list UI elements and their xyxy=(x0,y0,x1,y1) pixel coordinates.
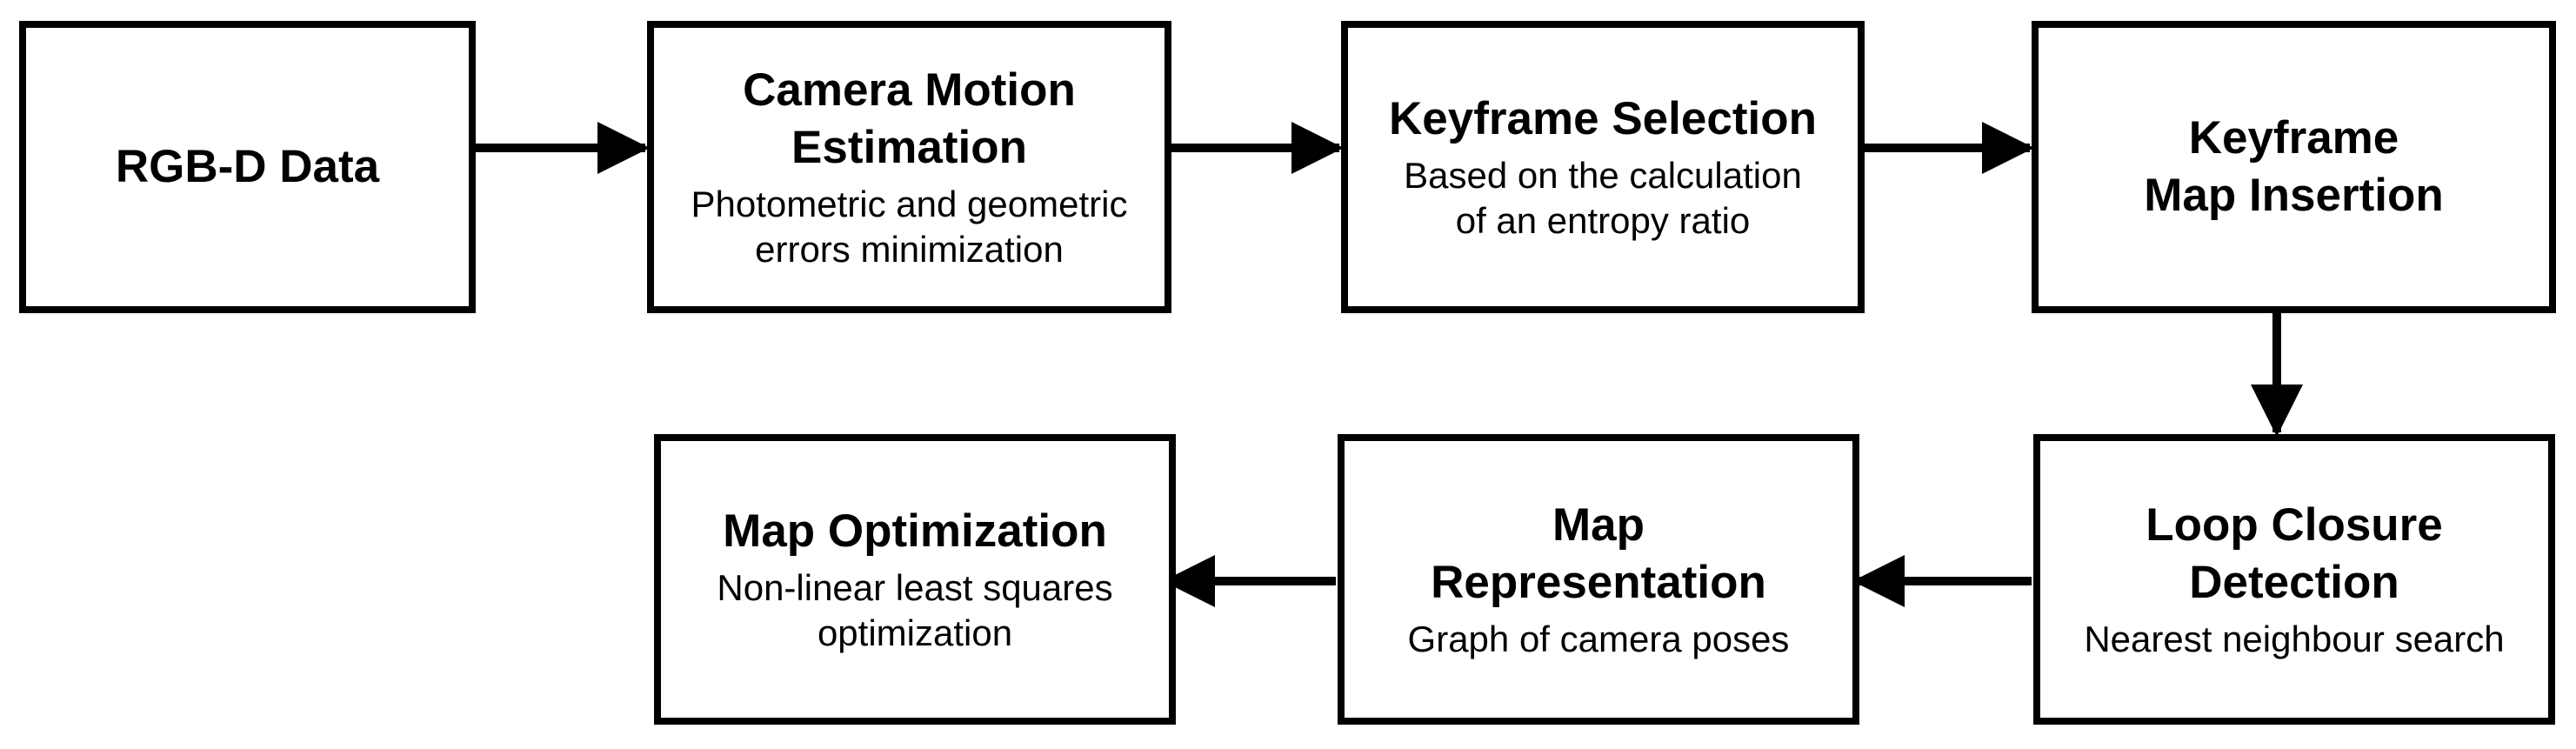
node-subtitle: Based on the calculation of an entropy r… xyxy=(1404,155,1802,241)
node-title: Map Representation xyxy=(1431,499,1766,608)
node-title: Keyframe Map Insertion xyxy=(2144,112,2444,221)
node-keyframe-selection: Keyframe Selection Based on the calculat… xyxy=(1341,21,1865,313)
node-title: Keyframe Selection xyxy=(1389,93,1817,144)
node-map-optimization: Map Optimization Non-linear least square… xyxy=(654,434,1176,725)
node-rgbd-data: RGB-D Data xyxy=(19,21,476,313)
node-keyframe-map-insertion: Keyframe Map Insertion xyxy=(2032,21,2556,313)
node-subtitle: Nearest neighbour search xyxy=(2084,619,2505,659)
node-camera-motion-estimation: Camera Motion Estimation Photometric and… xyxy=(647,21,1171,313)
node-title: Camera Motion Estimation xyxy=(743,64,1076,173)
node-title: Map Optimization xyxy=(723,505,1107,557)
node-title: Loop Closure Detection xyxy=(2146,499,2443,608)
node-loop-closure-detection: Loop Closure Detection Nearest neighbour… xyxy=(2033,434,2555,725)
node-subtitle: Graph of camera poses xyxy=(1407,619,1790,659)
node-subtitle: Non-linear least squares optimization xyxy=(717,567,1113,653)
node-title: RGB-D Data xyxy=(115,141,380,192)
node-subtitle: Photometric and geometric errors minimiz… xyxy=(691,184,1128,270)
node-map-representation: Map Representation Graph of camera poses xyxy=(1338,434,1859,725)
